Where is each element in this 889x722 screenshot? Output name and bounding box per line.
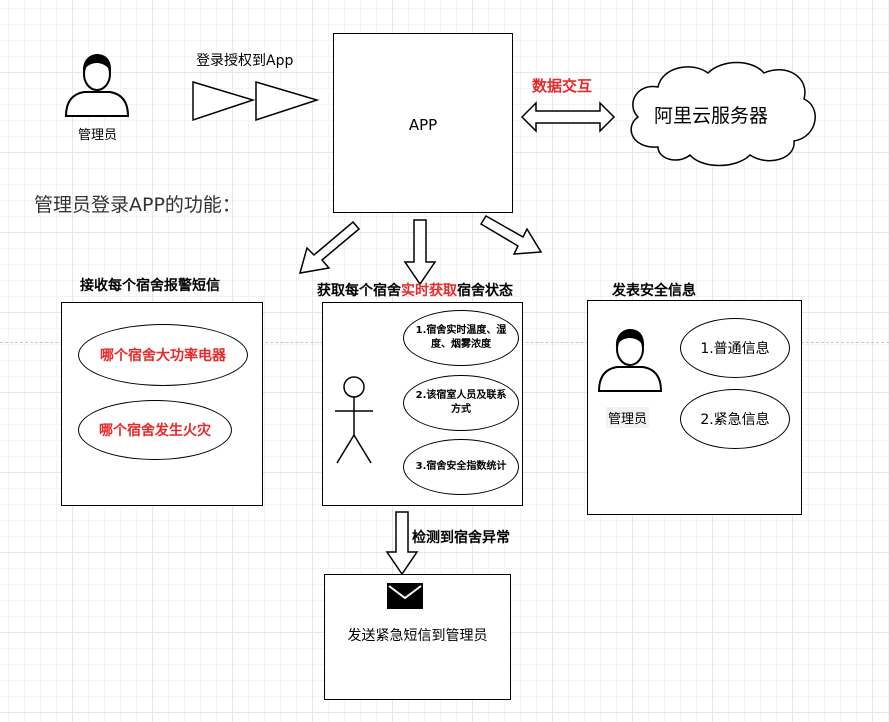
middle-title-highlight: 实时获取: [401, 283, 457, 299]
app-box: APP: [333, 33, 513, 213]
stick-figure-icon: [335, 376, 373, 464]
alarm-item-appliance-text: 哪个宿舍大功率电器: [100, 348, 226, 364]
middle-panel: 1.宿舍实时温度、湿度、烟雾浓度 2.该宿室人员及联系方式 3.宿舍安全指数统计: [322, 302, 523, 506]
arrow-to-sms-box: [385, 511, 419, 576]
section-title: 管理员登录APP的功能：: [34, 194, 241, 216]
arrow-to-right-panel: [479, 214, 543, 255]
info-item-normal: 1.普通信息: [680, 318, 790, 378]
status-item-contacts: 2.该宿室人员及联系方式: [403, 375, 519, 431]
right-panel: 管理员 1.普通信息 2.紧急信息: [587, 300, 802, 515]
auth-label: 登录授权到App: [196, 53, 294, 69]
cloud-icon: [630, 61, 816, 167]
double-arrow: [520, 101, 616, 133]
status-item-safety-index-text: 3.宿舍安全指数统计: [415, 461, 507, 472]
info-item-urgent-text: 2.紧急信息: [700, 412, 770, 428]
envelope-icon: [387, 583, 423, 609]
status-item-env: 1.宿舍实时温度、湿度、烟雾浓度: [403, 310, 519, 366]
alarm-item-fire: 哪个宿舍发生火灾: [78, 400, 232, 460]
admin-icon: [597, 329, 663, 392]
right-panel-title: 发表安全信息: [612, 283, 696, 299]
middle-title-post: 宿舍状态: [457, 283, 513, 299]
middle-title-pre: 获取每个宿舍: [317, 283, 401, 299]
app-box-label: APP: [408, 116, 438, 134]
actor-label-top: 管理员: [78, 128, 118, 143]
detect-label: 检测到宿舍异常: [412, 530, 510, 546]
alarm-item-appliance: 哪个宿舍大功率电器: [78, 324, 248, 386]
data-exchange-label: 数据交互: [532, 77, 593, 95]
info-item-normal-text: 1.普通信息: [700, 341, 770, 357]
left-panel-title: 接收每个宿舍报警短信: [80, 278, 220, 294]
info-item-urgent: 2.紧急信息: [680, 389, 790, 449]
status-item-safety-index: 3.宿舍安全指数统计: [403, 439, 519, 495]
user-icon: [64, 54, 130, 117]
alarm-item-fire-text: 哪个宿舍发生火灾: [99, 423, 211, 439]
sms-box: 发送紧急短信到管理员: [324, 574, 511, 700]
status-item-env-text: 1.宿舍实时温度、湿度、烟雾浓度: [415, 325, 507, 350]
status-item-contacts-text: 2.该宿室人员及联系方式: [415, 390, 507, 415]
arrow-to-middle-panel: [403, 219, 437, 286]
auth-arrows: [192, 80, 320, 122]
middle-panel-title: 获取每个宿舍实时获取宿舍状态: [317, 280, 513, 300]
arrow-to-left-panel: [298, 220, 361, 274]
sms-box-label: 发送紧急短信到管理员: [347, 628, 488, 644]
right-panel-actor-label: 管理员: [606, 407, 650, 428]
cloud-label: 阿里云服务器: [654, 105, 769, 127]
left-panel: 哪个宿舍大功率电器 哪个宿舍发生火灾: [61, 302, 263, 506]
